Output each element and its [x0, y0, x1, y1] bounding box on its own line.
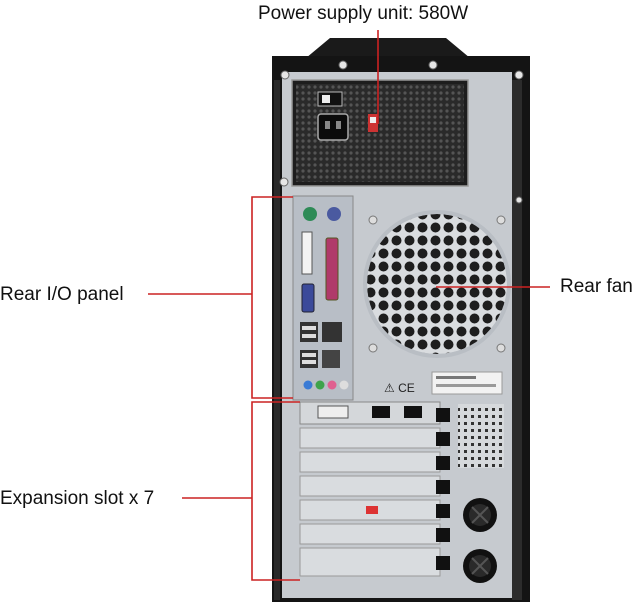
psu-label: Power supply unit: 580W	[258, 3, 469, 24]
vga-port	[301, 283, 315, 313]
audio-jacks	[303, 380, 349, 390]
side-vent-grid	[458, 404, 504, 468]
slot-clips	[436, 408, 450, 570]
parallel-port	[325, 237, 339, 301]
grommet-icons	[463, 498, 497, 583]
rear-io-panel-label: Rear I/O panel	[0, 284, 124, 305]
expansion-slot-label: Expansion slot x 7	[0, 488, 155, 509]
fan-mount-screws	[368, 215, 506, 353]
serial-sticker	[431, 371, 503, 395]
callout-lines	[148, 30, 550, 581]
ethernet-port	[322, 350, 340, 368]
ce-mark: ⚠ CE	[384, 381, 415, 395]
psu-power-socket	[317, 113, 349, 141]
rear-fan-label: Rear fan	[560, 276, 633, 297]
ps2-port-mouse	[303, 207, 317, 221]
usb-ports	[300, 322, 318, 342]
ps2-port-keyboard	[327, 207, 341, 221]
dvi-port	[301, 231, 313, 275]
case-top-handle	[306, 38, 470, 58]
expansion-slots	[299, 401, 441, 577]
